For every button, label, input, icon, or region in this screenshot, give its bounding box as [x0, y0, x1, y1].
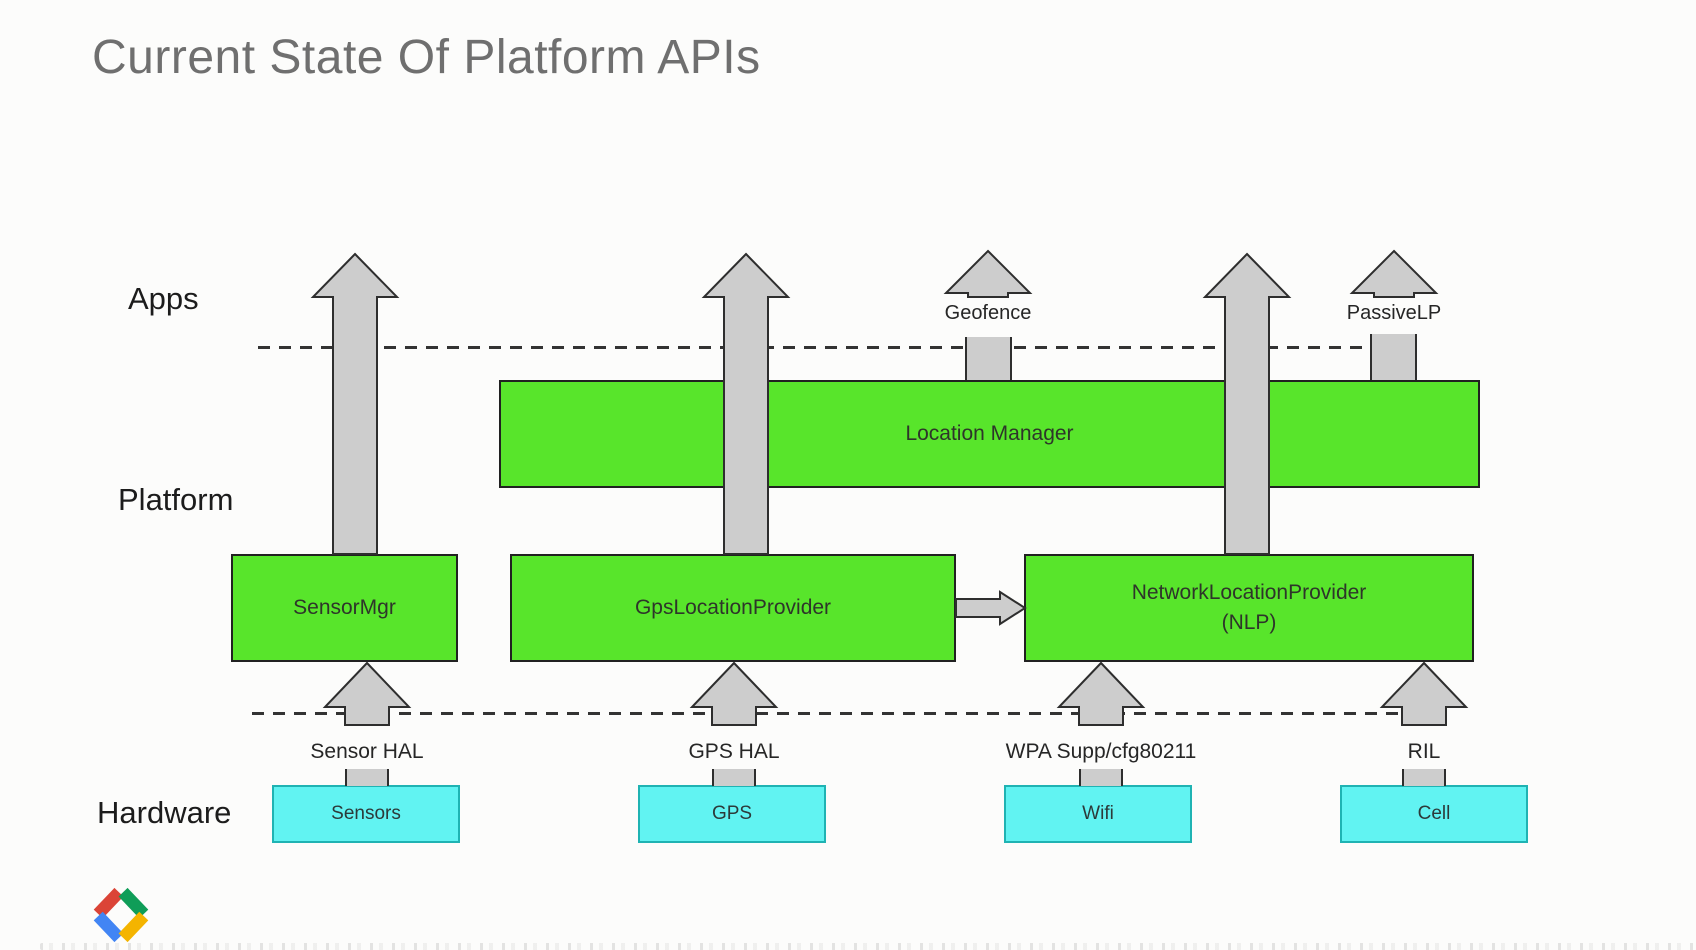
platform-hardware-divider	[252, 712, 1412, 715]
passive-lp-api-arrowhead	[1349, 249, 1439, 298]
gps-to-nlp-arrow	[955, 590, 1027, 626]
gps-hal-label: GPS HAL	[688, 740, 780, 763]
sensor-mgr-to-apps-arrow	[310, 252, 400, 555]
left-chevron-top-red	[93, 887, 124, 919]
wifi-hal-connector-stem	[1079, 769, 1123, 786]
network-location-provider-label-line1: NetworkLocationProvider	[1131, 581, 1367, 604]
sensor-mgr-box: SensorMgr	[231, 554, 458, 662]
sensors-label: Sensors	[331, 803, 401, 824]
apps-platform-divider	[258, 346, 1400, 349]
cell-hardware-box: Cell	[1340, 785, 1528, 843]
sensor-hal-arrow	[322, 661, 412, 726]
layer-label-hardware: Hardware	[97, 795, 232, 830]
geofence-api-arrowhead	[943, 249, 1033, 298]
geofence-api-stem	[965, 337, 1012, 380]
video-artifact-strip	[40, 943, 1696, 950]
gps-provider-to-apps-arrow	[701, 252, 791, 555]
gps-hal-connector-stem	[712, 769, 756, 786]
gps-location-provider-box: GpsLocationProvider	[510, 554, 956, 662]
gps-hal-arrow	[689, 661, 779, 726]
cell-label: Cell	[1417, 803, 1451, 824]
network-location-provider-label-line2: (NLP)	[1221, 611, 1277, 634]
ril-hal-label: RIL	[1407, 740, 1441, 763]
layer-label-platform: Platform	[118, 482, 234, 517]
wifi-hardware-box: Wifi	[1004, 785, 1192, 843]
network-location-provider-box: NetworkLocationProvider (NLP)	[1024, 554, 1474, 662]
nlp-to-apps-arrow	[1202, 252, 1292, 555]
wifi-label: Wifi	[1082, 803, 1114, 824]
wifi-hal-arrow	[1056, 661, 1146, 726]
ril-hal-connector-stem	[1402, 769, 1446, 786]
location-manager-box: Location Manager	[499, 380, 1480, 488]
gps-label: GPS	[711, 803, 753, 824]
passive-lp-api-label: PassiveLP	[1346, 302, 1442, 324]
sensor-hal-connector-stem	[345, 769, 389, 786]
sensors-hardware-box: Sensors	[272, 785, 460, 843]
left-chevron-bottom-blue	[93, 911, 124, 943]
gps-hardware-box: GPS	[638, 785, 826, 843]
google-developers-logo-icon	[93, 887, 149, 943]
right-chevron-top-green	[118, 887, 149, 919]
sensor-hal-label: Sensor HAL	[310, 740, 424, 763]
wifi-hal-label: WPA Supp/cfg80211	[1005, 740, 1197, 763]
geofence-api-label: Geofence	[944, 302, 1032, 324]
gps-location-provider-label: GpsLocationProvider	[634, 596, 832, 619]
passive-lp-api-stem	[1370, 334, 1417, 380]
ril-hal-arrow	[1379, 661, 1469, 726]
right-chevron-bottom-yellow	[118, 911, 149, 943]
layer-label-apps: Apps	[128, 281, 199, 316]
location-manager-label: Location Manager	[905, 422, 1074, 445]
sensor-mgr-label: SensorMgr	[293, 596, 396, 619]
slide-title: Current State Of Platform APIs	[92, 31, 761, 84]
